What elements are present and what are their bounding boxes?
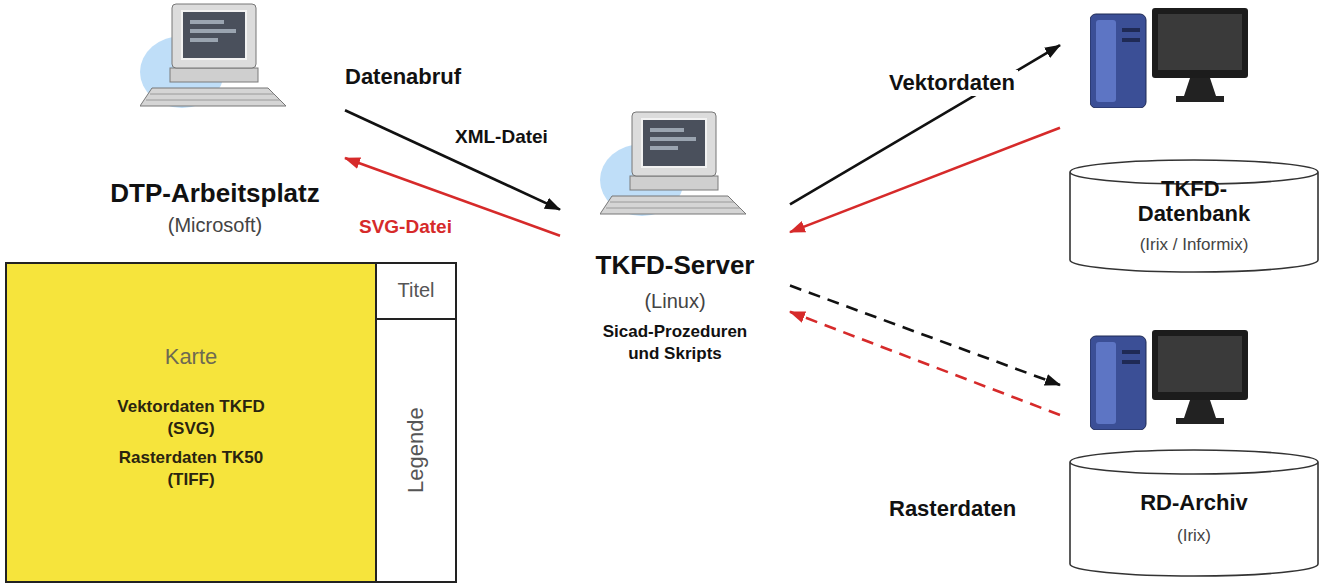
node-subtext: (Microsoft) (168, 213, 262, 237)
node-subtext: (Linux) (644, 289, 705, 313)
node-heading: RD-Archiv (1140, 490, 1248, 516)
node-outline (85, 0, 345, 245)
title-field: Titel (375, 262, 457, 320)
legend-field: Legende (375, 318, 457, 583)
data-flow-arrow (345, 110, 560, 209)
database-cylinder: TKFD- Datenbank (Irix / Informix) (1060, 8, 1328, 274)
node-outline (1060, 8, 1328, 274)
cylinder-shape (1070, 450, 1318, 576)
node-subtext: (Irix / Informix) (1140, 235, 1249, 255)
file-label: XML-Datei (452, 126, 551, 148)
node-heading: Karte (165, 344, 218, 370)
node-heading: DTP-Arbeitsplatz (110, 178, 319, 209)
computer-icon (600, 112, 746, 216)
file-label: SVG-Datei (356, 216, 455, 238)
workstation: DTP-Arbeitsplatz (Microsoft) (85, 0, 345, 245)
map-area: KarteVektordaten TKFD (SVG) Rasterdaten T… (5, 262, 377, 583)
computer-icon (1090, 330, 1248, 430)
node-subtext: (Irix) (1177, 526, 1211, 546)
node-heading: Legende (403, 408, 429, 494)
archive-cylinder: RD-Archiv (Irix) (1060, 330, 1328, 580)
node-heading: TKFD-Server (596, 250, 755, 281)
flow-heading: Datenabruf (342, 64, 464, 90)
computer-icon (140, 4, 286, 108)
computer-icon (1090, 8, 1248, 108)
flow-heading: Rasterdaten (886, 496, 1019, 522)
node-subtext: Rasterdaten TK50 (TIFF) (96, 447, 286, 491)
node-heading: TKFD- Datenbank (1124, 176, 1264, 227)
flow-heading: Vektordaten (886, 70, 1018, 96)
cylinder-shape (1070, 160, 1318, 272)
node-subtext: Vektordaten TKFD (SVG) (96, 396, 286, 440)
server: TKFD-Server (Linux) Sicad-Prozeduren und S… (560, 110, 790, 372)
node-subtext: Sicad-Prozeduren und Skripts (588, 321, 763, 365)
data-flow-arrow (790, 312, 1060, 415)
data-flow-arrow (790, 286, 1060, 385)
data-flow-arrow (790, 128, 1060, 232)
node-heading: Titel (397, 278, 434, 302)
